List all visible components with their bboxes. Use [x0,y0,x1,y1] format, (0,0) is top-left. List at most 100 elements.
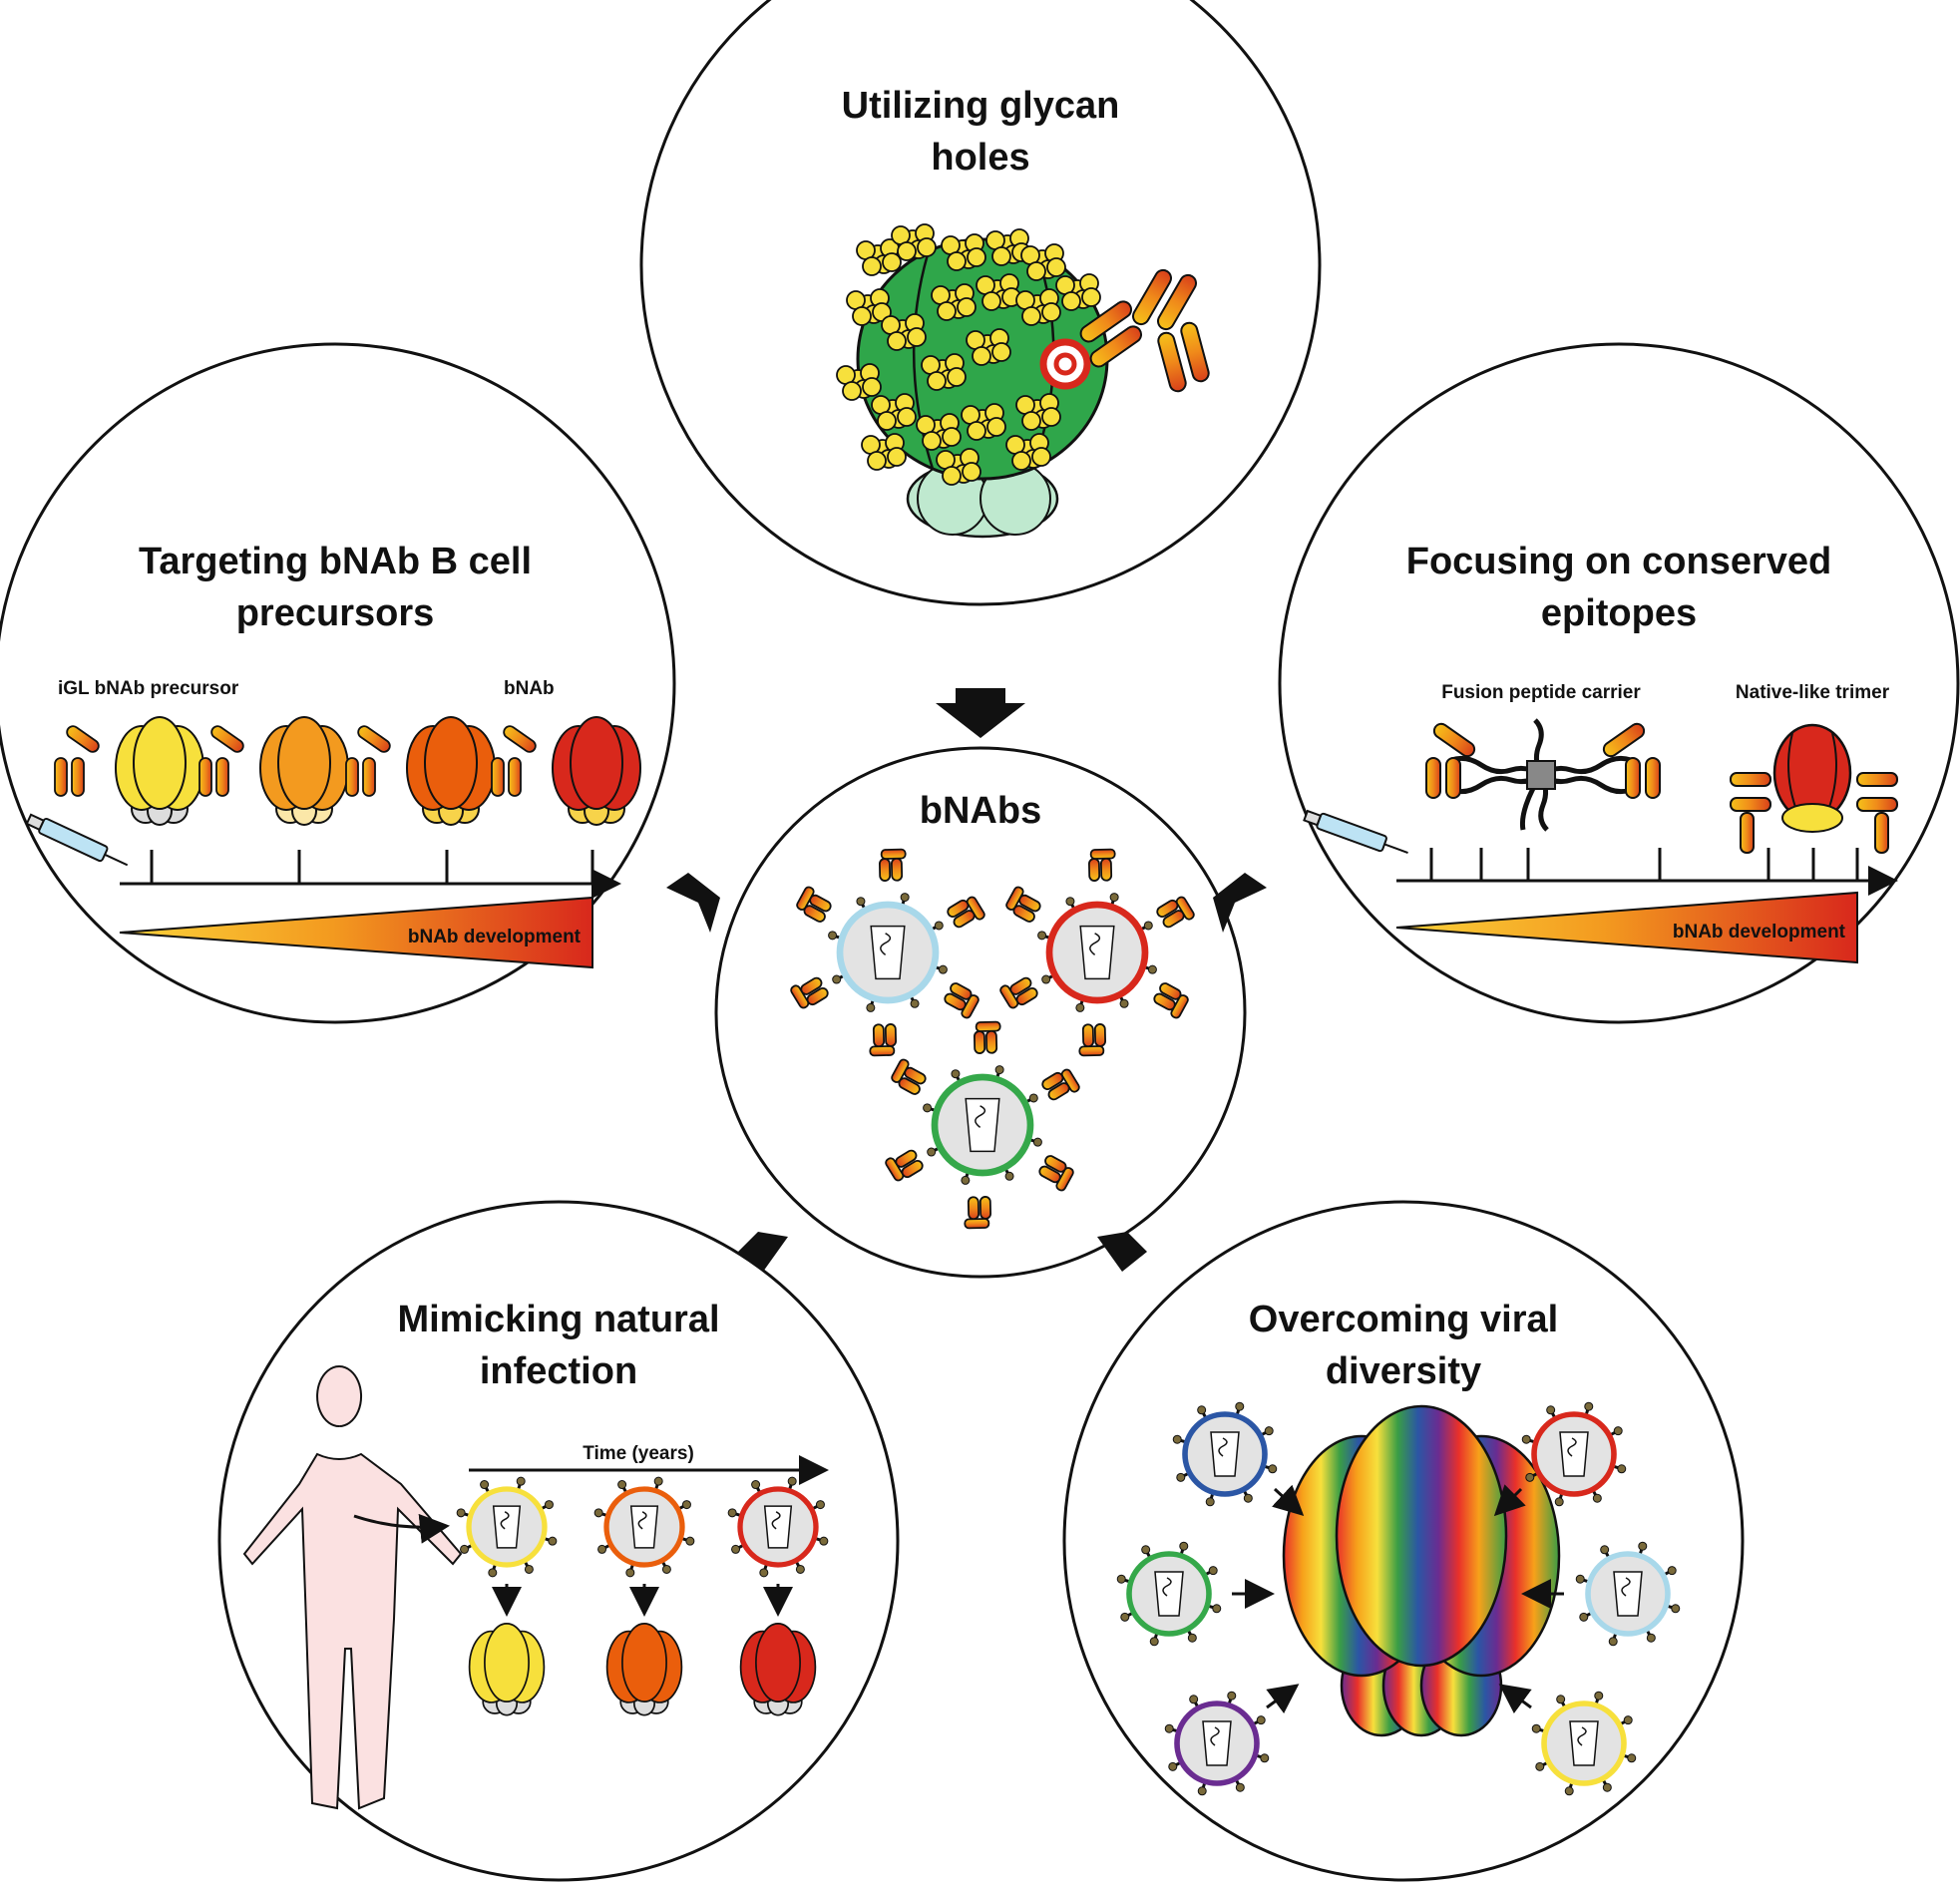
infection-virion [456,1476,558,1578]
center-virion [828,893,948,1012]
glycan-cluster [976,273,1021,311]
infection-title-line-1: Mimicking natural [397,1299,719,1340]
precursor-antibody [345,725,391,797]
diversity-title-line-1: Overcoming viral [1249,1299,1558,1340]
glycan-cluster [856,238,902,276]
infection-trimer [468,1623,546,1716]
glycan-title-line-2: holes [931,137,1029,179]
precursors-development-bar [119,896,593,969]
diversity-arrows [1232,1484,1564,1714]
antibody-icon [1041,1068,1080,1101]
glycan-cluster [836,363,882,401]
conserved-left-label: Fusion peptide carrier [1441,682,1641,703]
precursor-antibody [54,725,100,797]
precursor-trimer [406,716,496,826]
native-trimer-red [1772,723,1852,833]
glycan-cluster [921,353,967,391]
glycan-cluster [931,283,977,321]
glycan-cluster [916,413,962,451]
antibody-icon [790,976,829,1009]
arrow-from-infection [738,1232,788,1272]
glycan-cluster [891,223,937,261]
center-virion [923,1065,1042,1185]
antibody-icon [944,982,980,1019]
precursor-trimer [115,716,204,826]
diversity-virion [1575,1541,1681,1647]
conserved-title-line-2: epitopes [1541,592,1697,634]
glycan-shielded-trimer [836,223,1210,539]
glycan-cluster [1005,433,1051,471]
syringe-icon [25,813,129,867]
infection-virion [727,1476,829,1578]
antibody-icon [1153,982,1189,1019]
infection-arrow [353,1513,450,1544]
precursor-antibody [198,725,244,797]
diversity-virion [1521,1401,1627,1507]
antibody-icon [1088,848,1116,882]
infection-virion [593,1476,695,1578]
center-title: bNAbs [920,790,1041,832]
diversity-virion [1164,1691,1270,1796]
diversity-virion [1116,1541,1222,1647]
antibody-icon [974,1020,1001,1054]
center-virion [1037,893,1157,1012]
diversity-title-line-2: diversity [1326,1350,1481,1392]
antibody-icon [999,976,1038,1009]
time-axis-label: Time (years) [583,1443,694,1464]
syringe-icon [1303,809,1408,854]
antibody-icon [879,848,907,882]
precursors-start-label: iGL bNAb precursor [58,678,239,699]
conserved-right-label: Native-like trimer [1736,682,1890,703]
glycan-clusters [836,223,1101,486]
glycan-cluster [881,313,927,351]
diversity-virion [1172,1401,1278,1507]
conserved-title-line-1: Focusing on conserved [1406,541,1832,582]
arrow-from-diversity [1097,1232,1147,1272]
native-trimer-antibodies [1730,772,1898,854]
glycan-cluster [936,448,981,486]
antibody-icon [796,886,832,923]
antibody-icon [964,1196,991,1230]
precursors-title-line-1: Targeting bNAb B cell [139,541,532,582]
infection-title-line-2: infection [480,1350,637,1392]
conserved-bar-label: bNAb development [1673,922,1846,943]
arrow-from-conserved [1213,873,1267,933]
glycan-cluster [1055,273,1101,311]
precursors-panel-circle [0,342,676,1024]
diversity-virions [1116,1401,1681,1796]
conserved-development-bar [1395,891,1858,964]
glycan-title-line-1: Utilizing glycan [842,85,1120,127]
center-virions [790,848,1195,1230]
precursors-bar-label: bNAb development [408,927,582,947]
glycan-cluster [941,233,986,271]
glycan-cluster [1020,243,1066,281]
glycan-cluster [985,228,1031,266]
center-panel-circle [714,746,1247,1279]
infection-trimer [739,1623,817,1716]
diversity-virion [1531,1691,1637,1796]
infection-virions [456,1476,829,1716]
arrow-from-precursors [666,873,720,933]
antibody-icon [869,1023,897,1057]
glycan-cluster [1015,288,1061,326]
antibody-icon [1078,1023,1106,1057]
precursor-trimer-row [54,716,641,826]
antibody-icon [1005,886,1041,923]
fusion-peptide-carrier [1450,718,1632,832]
conserved-panel-circle [1278,342,1960,1024]
antibody-icon [885,1149,924,1182]
precursors-timeline [120,850,621,899]
antibody-targeting-hole [1079,268,1210,393]
glycan-cluster [961,403,1006,441]
glycan-cluster [1015,393,1061,431]
precursor-antibody [491,725,537,797]
precursors-end-label: bNAb [504,678,555,699]
glycan-cluster [861,433,907,471]
antibody-icon [891,1058,927,1095]
precursor-trimer [259,716,349,826]
precursors-title-line-2: precursors [236,592,435,634]
block-arrows [666,688,1267,1272]
antibody-icon [1038,1155,1074,1192]
arrow-from-glycan [936,688,1025,738]
